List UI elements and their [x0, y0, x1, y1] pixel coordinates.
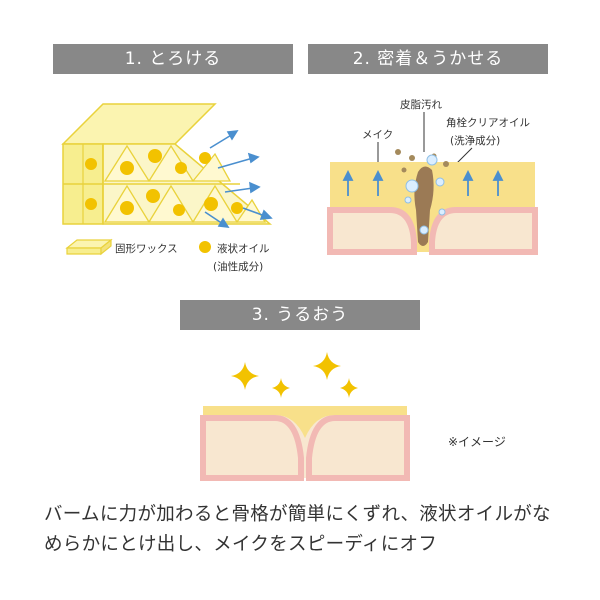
- step-3-header: 3. うるおう: [180, 300, 420, 330]
- legend-oil-sublabel: (油性成分): [213, 260, 263, 273]
- label-sebum: 皮脂汚れ: [400, 98, 442, 111]
- step-2-header: 2. 密着＆うかせる: [308, 44, 548, 74]
- image-note: ※イメージ: [448, 435, 506, 449]
- legend-oil-label: 液状オイル: [217, 242, 270, 255]
- sebum-dots: [395, 149, 449, 173]
- legend-oil: 液状オイル (油性成分): [199, 241, 270, 273]
- legend-wax-label: 固形ワックス: [115, 243, 178, 255]
- label-pore-plug: 角栓クリアオイル: [446, 116, 530, 129]
- oil-droplets: [85, 149, 243, 216]
- pore-cleansing-illustration: メイク 皮脂汚れ 角栓クリアオイル (洗浄成分): [327, 98, 538, 255]
- release-arrows: [204, 130, 273, 228]
- melting-wax-illustration: 固形ワックス 液状オイル (油性成分): [61, 103, 273, 273]
- pore-plug: [414, 166, 434, 246]
- sparkles: [231, 352, 358, 398]
- label-makeup: メイク: [362, 129, 393, 141]
- lift-arrows: [342, 169, 504, 196]
- oil-legend-icon: [199, 241, 211, 253]
- step-1-header: 1. とろける: [53, 44, 293, 74]
- cleansing-bubbles: [404, 154, 446, 235]
- moisturized-skin-illustration: [200, 352, 410, 481]
- label-pore-plug-sub: (洗浄成分): [450, 134, 500, 147]
- legend-wax: 固形ワックス: [65, 238, 178, 256]
- description-caption: バームに力が加わると骨格が簡単にくずれ、液状オイルがなめらかにとけ出し、メイクを…: [44, 504, 551, 555]
- skin-layers: [200, 406, 410, 481]
